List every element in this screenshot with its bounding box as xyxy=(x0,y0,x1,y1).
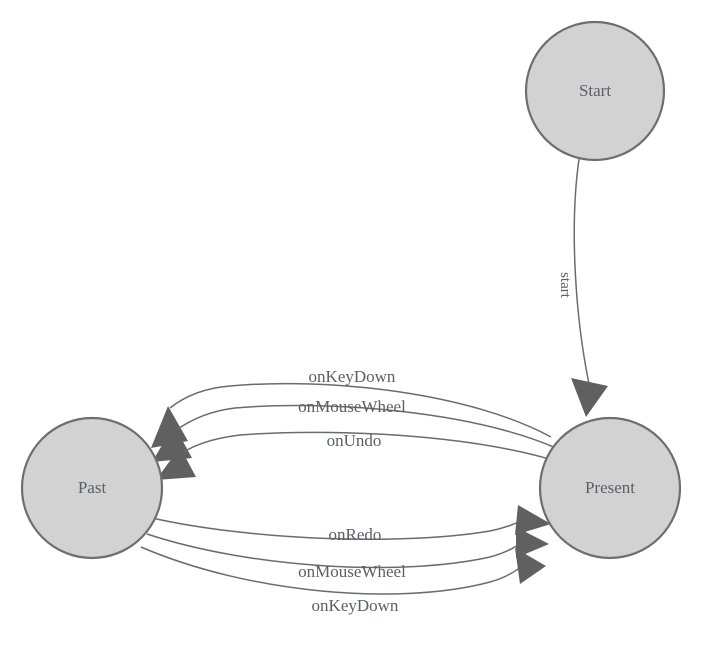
node-start-circle xyxy=(524,20,666,162)
node-past-label: Past xyxy=(78,478,107,497)
edge-past-to-present-onredo[interactable]: onRedo xyxy=(151,505,551,544)
arrowhead-into-present-2 xyxy=(516,527,549,558)
edge-present-to-past-onmousewheel[interactable]: onMouseWheel xyxy=(152,397,557,462)
edge-label-top-3: onUndo xyxy=(327,431,382,450)
arrowhead-into-present-1 xyxy=(515,505,551,535)
edge-label-top-1: onKeyDown xyxy=(309,367,396,386)
node-past-circle xyxy=(20,416,164,560)
arrowhead-into-present-3 xyxy=(515,548,546,584)
edge-present-to-past-onundo[interactable]: onUndo xyxy=(156,431,560,480)
edge-path-present-past-1 xyxy=(169,382,552,438)
node-present[interactable]: Present xyxy=(538,416,682,560)
edge-label-top-2: onMouseWheel xyxy=(298,397,406,416)
node-present-label: Present xyxy=(585,478,635,497)
edge-path-start-present xyxy=(573,158,590,385)
edge-path-present-past-3 xyxy=(181,431,560,463)
arrowhead-into-present-start xyxy=(571,378,608,417)
edge-path-past-present-2 xyxy=(146,533,528,569)
edge-label-bottom-2: onMouseWheel xyxy=(298,562,406,581)
edge-label-bottom-3: onKeyDown xyxy=(312,596,399,615)
edge-past-to-present-onkeydown[interactable]: onKeyDown xyxy=(140,546,546,615)
node-past[interactable]: Past xyxy=(20,416,164,560)
node-start[interactable]: Start xyxy=(524,20,666,162)
edge-start-to-present[interactable]: start xyxy=(557,158,608,417)
edge-label-start: start xyxy=(557,272,573,299)
edge-path-past-present-3 xyxy=(140,546,528,595)
node-start-label: Start xyxy=(579,81,611,100)
edge-past-to-present-onmousewheel[interactable]: onMouseWheel xyxy=(146,527,549,581)
arrowhead-into-past-3 xyxy=(156,447,196,480)
edge-path-present-past-2 xyxy=(174,404,557,449)
node-present-circle xyxy=(538,416,682,560)
edge-path-past-present-1 xyxy=(151,516,529,541)
edge-label-bottom-1: onRedo xyxy=(329,525,382,544)
